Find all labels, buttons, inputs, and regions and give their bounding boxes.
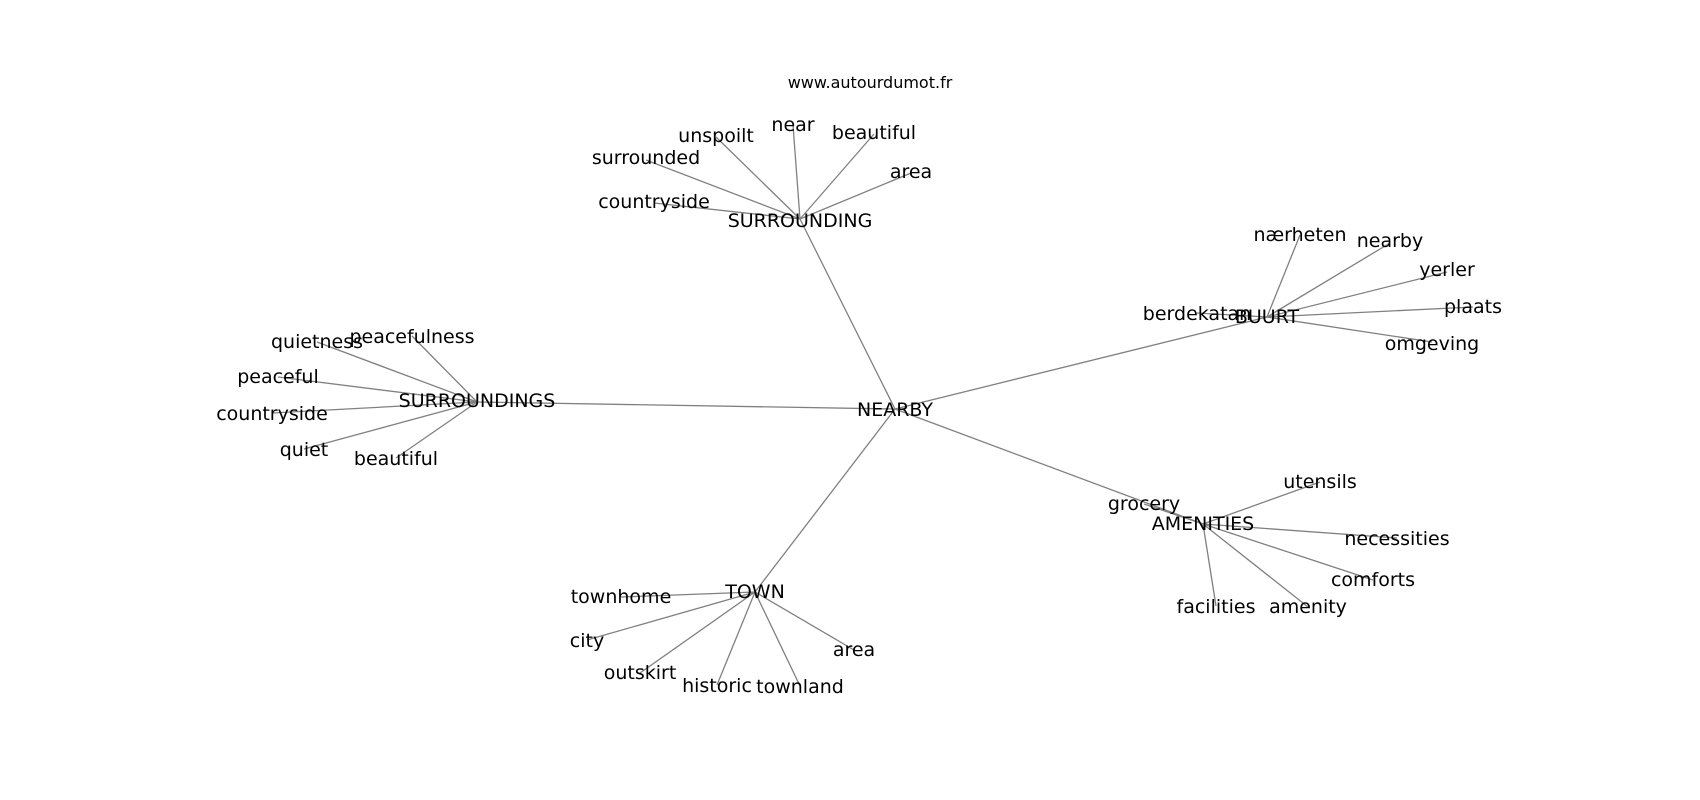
leaf-label-amenities-comforts: comforts <box>1331 569 1415 591</box>
edge-center-surroundings <box>476 401 896 410</box>
edge-center-surrounding <box>799 218 896 410</box>
edge-town-historic <box>716 591 756 686</box>
leaf-label-buurt-plaats: plaats <box>1444 296 1502 318</box>
edge-surroundings-peacefulness <box>411 335 478 403</box>
leaf-label-buurt-nearby: nearby <box>1357 230 1424 252</box>
edge-surrounding-unspoilt <box>715 136 801 220</box>
leaf-label-surroundings-quiet: quiet <box>280 439 329 461</box>
edge-center-amenities <box>894 408 1204 525</box>
edge-town-townland <box>754 591 801 687</box>
edge-surroundings-peaceful <box>277 376 478 403</box>
leaf-label-surroundings-countryside: countryside <box>216 403 328 425</box>
leaf-label-surrounding-unspoilt: unspoilt <box>678 125 754 147</box>
edge-buurt-n-rheten <box>1266 234 1301 318</box>
source-url: www.autourdumot.fr <box>788 73 953 92</box>
edge-amenities-facilities <box>1202 523 1217 607</box>
edge-amenities-grocery <box>1143 503 1204 525</box>
leaf-label-surroundings-peaceful: peaceful <box>237 366 319 388</box>
edge-surroundings-quiet <box>303 401 478 450</box>
edge-surrounding-surrounded <box>645 159 801 220</box>
leaf-label-surrounding-area: area <box>890 161 932 183</box>
leaf-label-buurt-yerler: yerler <box>1419 259 1475 281</box>
leaf-label-amenities-grocery: grocery <box>1108 493 1180 515</box>
edge-surrounding-beautiful <box>799 133 875 220</box>
leaf-label-surroundings-quietness: quietness <box>271 331 363 353</box>
leaf-label-surrounding-beautiful: beautiful <box>832 122 916 144</box>
edge-amenities-utensils <box>1202 481 1321 525</box>
edge-amenities-necessities <box>1202 523 1398 539</box>
edge-town-outskirt <box>639 591 756 674</box>
leaf-label-amenities-amenity: amenity <box>1269 596 1347 618</box>
edge-town-townhome <box>620 591 756 598</box>
leaf-label-surrounding-countryside: countryside <box>598 191 710 213</box>
leaf-label-town-townhome: townhome <box>571 586 672 608</box>
edge-town-city <box>586 591 756 641</box>
edge-amenities-amenity <box>1202 523 1309 608</box>
edge-surrounding-area <box>799 172 912 220</box>
edge-center-town <box>754 408 896 593</box>
leaf-label-surroundings-peacefulness: peacefulness <box>349 326 474 348</box>
graph-edges <box>271 124 1474 687</box>
hub-label-surrounding: SURROUNDING <box>728 210 873 232</box>
leaf-label-surrounding-surrounded: surrounded <box>592 147 700 169</box>
edge-buurt-berdekatan <box>1196 312 1268 318</box>
hub-label-amenities: AMENITIES <box>1152 513 1255 535</box>
edge-buurt-plaats <box>1266 306 1474 318</box>
leaf-label-surroundings-beautiful: beautiful <box>354 448 438 470</box>
center-node-label: NEARBY <box>857 399 933 421</box>
leaf-label-buurt-berdekatan: berdekatan <box>1143 303 1251 325</box>
edge-buurt-omgeving <box>1266 316 1433 343</box>
hub-label-town: TOWN <box>724 581 785 603</box>
leaf-label-buurt-n-rheten: nærheten <box>1253 224 1346 246</box>
leaf-label-town-townland: townland <box>756 676 844 698</box>
edge-buurt-nearby <box>1266 242 1391 318</box>
leaf-label-town-historic: historic <box>682 675 752 697</box>
leaf-label-amenities-facilities: facilities <box>1177 596 1256 618</box>
edge-town-area <box>754 591 855 651</box>
leaf-label-surrounding-near: near <box>771 114 814 136</box>
edge-surroundings-beautiful <box>395 401 478 459</box>
edge-surroundings-quietness <box>316 341 478 403</box>
leaf-label-amenities-necessities: necessities <box>1344 528 1449 550</box>
hub-label-surroundings: SURROUNDINGS <box>399 390 556 412</box>
edge-center-buurt <box>894 316 1268 410</box>
leaf-label-town-outskirt: outskirt <box>604 662 677 684</box>
edge-amenities-comforts <box>1202 523 1374 581</box>
leaf-label-town-city: city <box>570 630 604 652</box>
hub-label-buurt: BUURT <box>1235 306 1300 328</box>
edge-buurt-yerler <box>1266 271 1448 318</box>
edge-surrounding-countryside <box>653 202 801 220</box>
graph-labels: www.autourdumot.fr NEARBY SURROUNDING uns… <box>216 73 1502 698</box>
leaf-label-buurt-omgeving: omgeving <box>1385 333 1480 355</box>
edge-surrounding-near <box>792 124 801 220</box>
leaf-label-town-area: area <box>833 639 875 661</box>
edge-surroundings-countryside <box>271 401 478 414</box>
leaf-label-amenities-utensils: utensils <box>1283 471 1357 493</box>
